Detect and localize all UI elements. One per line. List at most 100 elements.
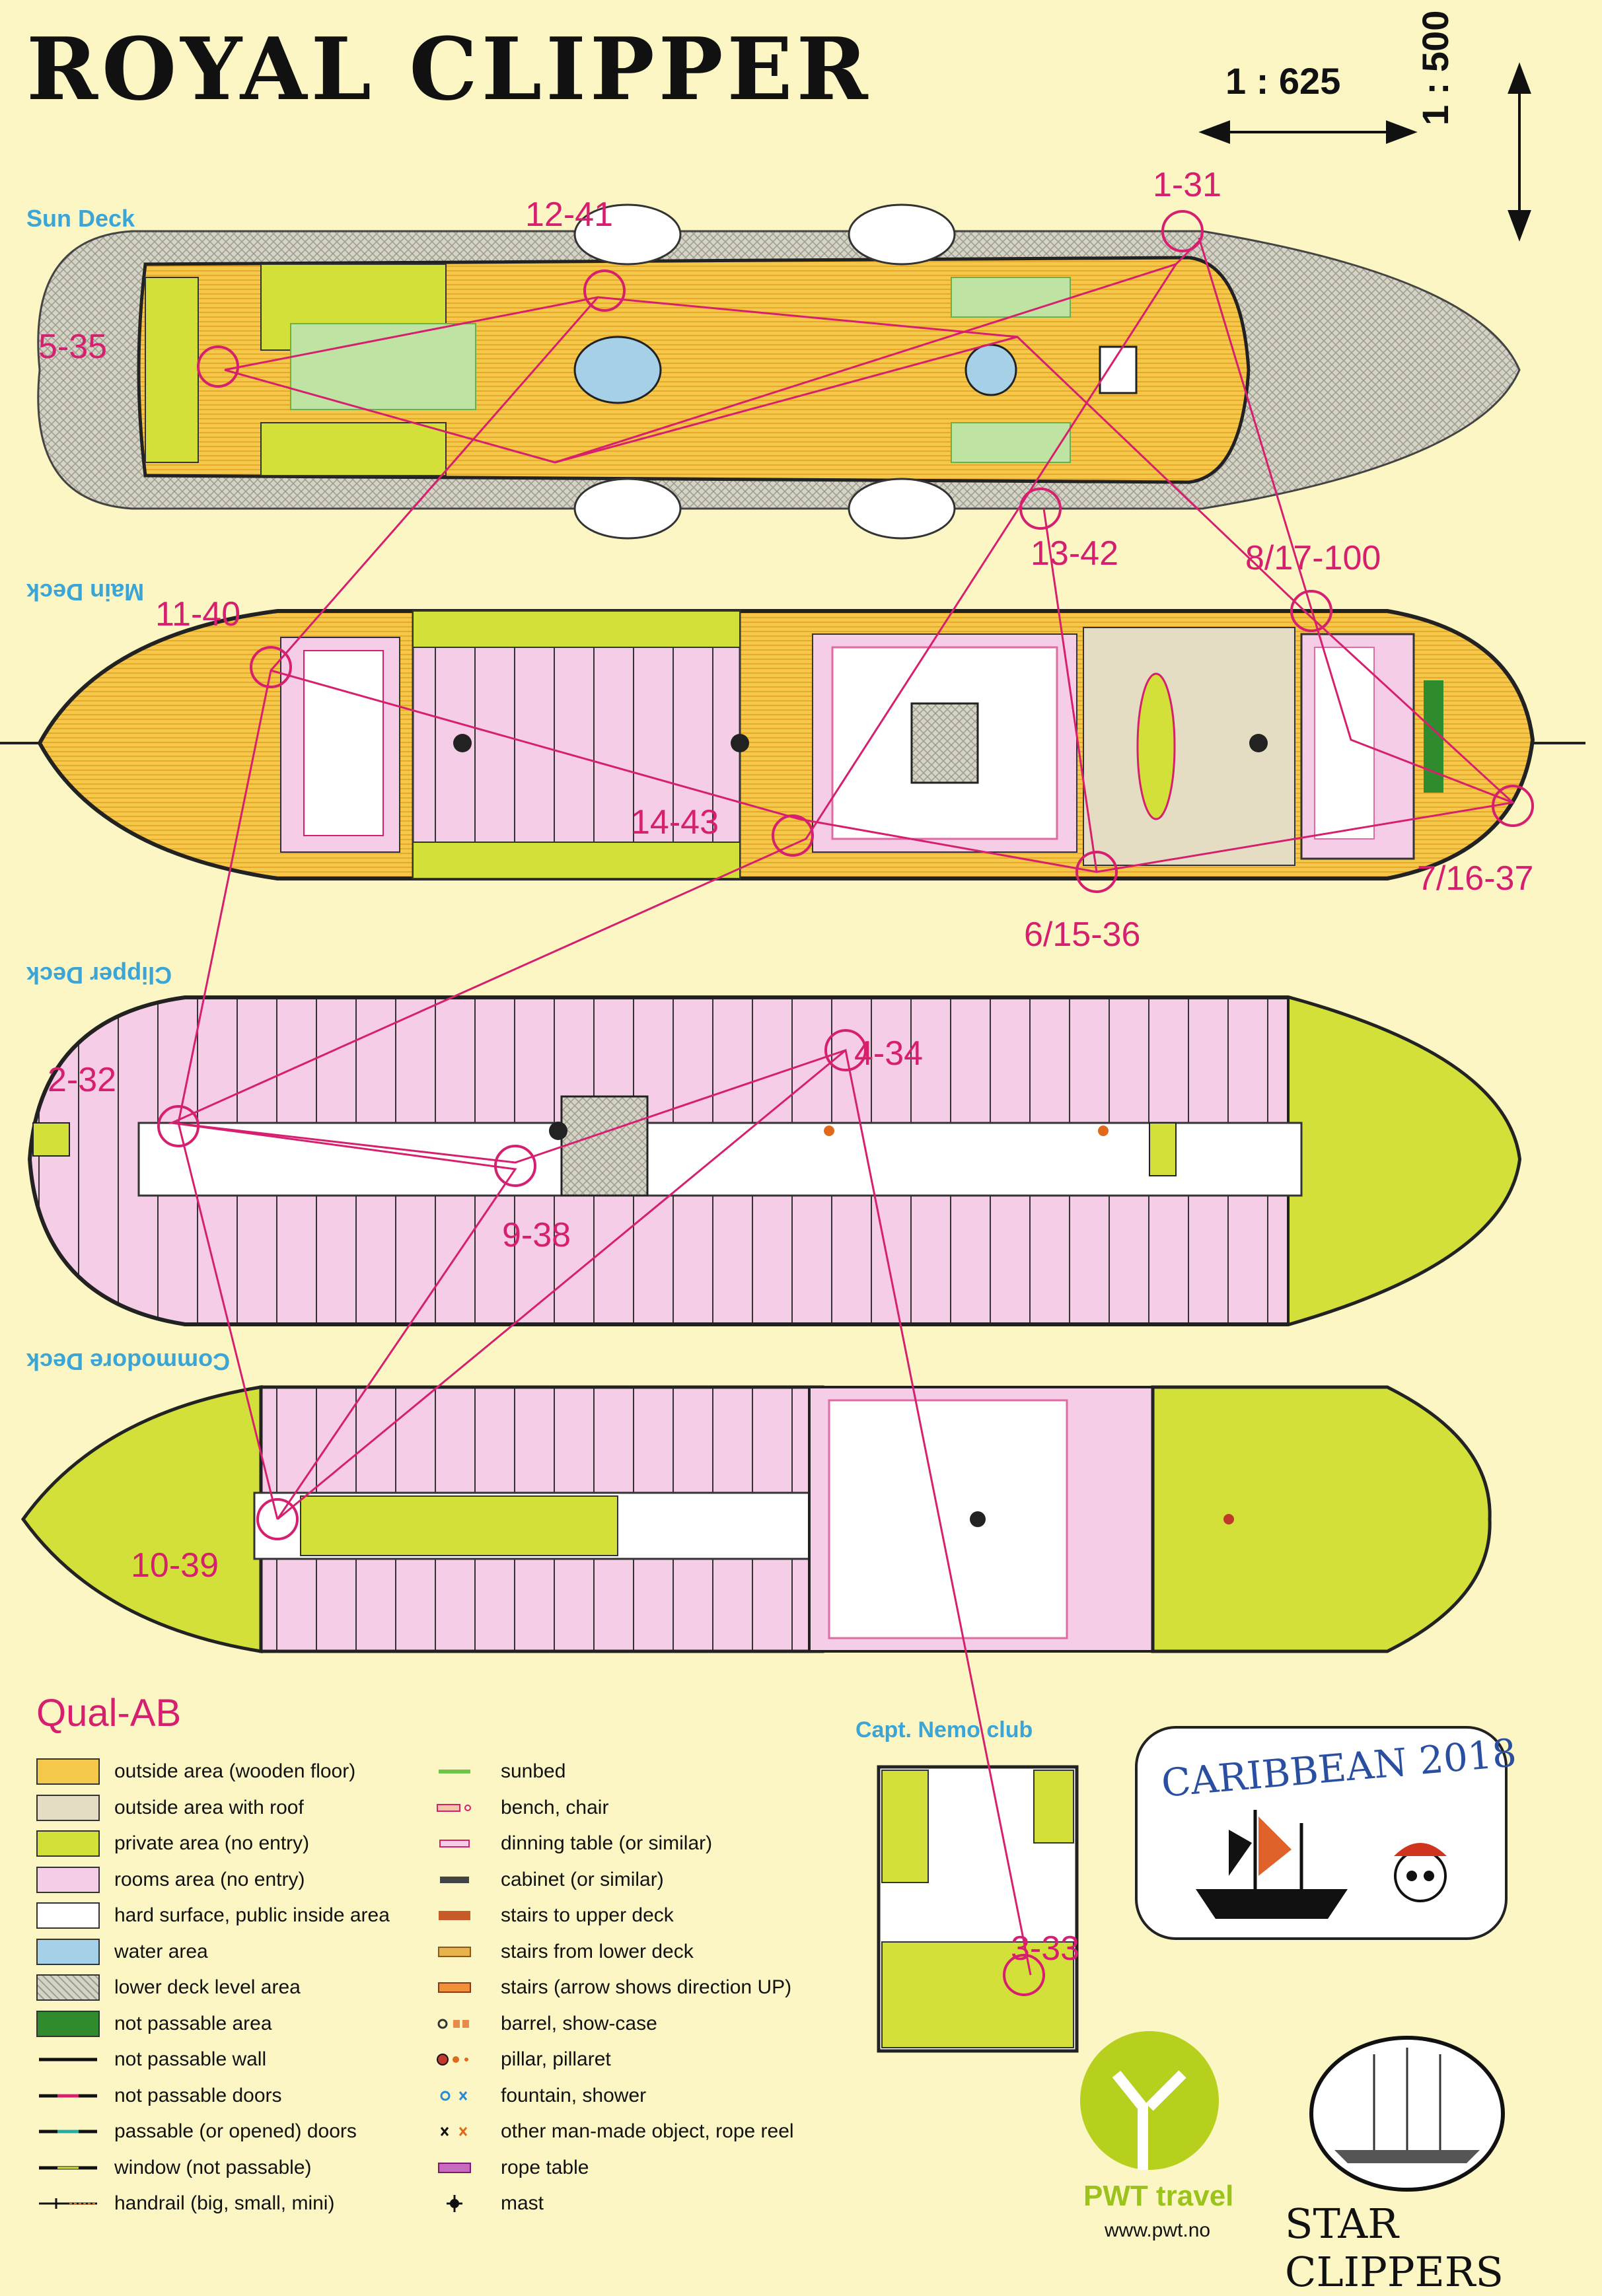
main-deck-mast-2 — [731, 734, 749, 752]
legend-item: window (not passable) — [36, 2150, 390, 2186]
sun-deck-cabinet — [1099, 345, 1138, 394]
sun-deck-pool-2 — [965, 343, 1017, 396]
lower-swatch — [36, 1974, 100, 2001]
route-code: 6/15-36 — [1024, 915, 1141, 954]
sun-deck — [37, 203, 1521, 540]
stairs-lower-icon — [423, 1939, 486, 1965]
star-clippers-logo-icon — [1309, 2036, 1505, 2192]
wall-swatch — [36, 2046, 100, 2073]
cabinet-icon — [423, 1867, 486, 1893]
legend-item: not passable doors — [36, 2078, 390, 2114]
nemo-club-label: Capt. Nemo club — [856, 1717, 1033, 1742]
private-swatch — [36, 1830, 100, 1857]
fountain-icon — [423, 2083, 486, 2109]
legend-item: bench, chair — [423, 1790, 794, 1826]
route-markers — [157, 210, 1534, 1996]
commodore-deck-label: Commodore Deck — [26, 1348, 231, 1375]
commodore-deck-private-stern — [20, 1385, 263, 1653]
route-code: 8/17-100 — [1245, 539, 1381, 577]
passable-doors-swatch — [36, 2118, 100, 2145]
legend-item: cabinet (or similar) — [423, 1862, 794, 1898]
main-deck-private-strip-bottom — [412, 842, 741, 879]
route-code: 3-33 — [1011, 1929, 1080, 1968]
main-deck-bar — [1136, 672, 1176, 820]
clipper-deck-atrium — [560, 1095, 649, 1197]
main-deck-atrium — [910, 702, 979, 784]
route-code: 14-43 — [631, 803, 719, 842]
barrel-icon — [423, 2011, 486, 2037]
nemo-club-private-2 — [881, 1941, 1074, 2048]
skull-icon — [1394, 1843, 1447, 1902]
other-object-icon — [423, 2118, 486, 2145]
nemo-club-private — [881, 1770, 929, 1883]
dining-table-icon — [423, 1830, 486, 1857]
legend-item: barrel, show-case — [423, 2006, 794, 2042]
legend-item: lower deck level area — [36, 1970, 390, 2006]
legend-item: pillar, pillaret — [423, 2042, 794, 2078]
legend-item: not passable area — [36, 2006, 390, 2042]
legend-item: stairs from lower deck — [423, 1934, 794, 1970]
legend-item: outside area with roof — [36, 1790, 390, 1826]
nemo-club-private-3 — [1033, 1770, 1074, 1844]
commodore-deck-dining-hard — [828, 1399, 1068, 1639]
pillar-icon — [423, 2046, 486, 2073]
clipper-deck-label: Clipper Deck — [26, 962, 172, 989]
route-code: 4-34 — [854, 1034, 924, 1073]
route-code: 10-39 — [131, 1546, 219, 1585]
legend-item: private area (no entry) — [36, 1826, 390, 1862]
scale-vertical: 1 : 500 — [1414, 10, 1456, 126]
clipper-deck-private-box — [1149, 1122, 1177, 1176]
not-passable-swatch — [36, 2010, 100, 2037]
marker-5-35 — [197, 345, 239, 388]
legend-item: water area — [36, 1934, 390, 1970]
bench-chair-icon — [423, 1795, 486, 1821]
marker-2-32 — [157, 1105, 200, 1147]
pwt-logo-icon — [1080, 2031, 1219, 2170]
pwt-travel-url[interactable]: www.pwt.no — [1105, 2219, 1211, 2241]
marker-1-31 — [1161, 210, 1204, 252]
rope-table-icon — [423, 2155, 486, 2181]
scale-arrow-vertical — [1508, 62, 1531, 242]
rooms-swatch — [36, 1866, 100, 1893]
route-code: 2-32 — [48, 1061, 117, 1099]
sun-deck-sunbeds-3 — [951, 277, 1071, 318]
clipper-deck-mast — [549, 1122, 567, 1140]
sun-deck-tender-boat — [848, 203, 956, 266]
clipper-deck — [27, 995, 1522, 1326]
page-title: ROYAL CLIPPER — [26, 18, 872, 120]
legend-left: outside area (wooden floor) outside area… — [36, 1754, 390, 2222]
sun-deck-pool — [573, 336, 662, 404]
marker-3-33 — [1003, 1954, 1045, 1996]
marker-8-17-100 — [1290, 590, 1332, 632]
legend-item: rope table — [423, 2150, 794, 2186]
stairs-up-icon — [423, 1902, 486, 1929]
sunbed-icon — [423, 1758, 486, 1785]
marker-14-43 — [772, 814, 814, 857]
route-code: 5-35 — [38, 328, 108, 366]
sun-deck-private-area-2 — [260, 422, 447, 476]
sun-deck-tender-boat-3 — [848, 478, 956, 540]
main-deck-lounge-hard — [303, 650, 384, 836]
nemo-club-plan — [877, 1765, 1079, 2053]
water-swatch — [36, 1938, 100, 1965]
doors-swatch — [36, 2083, 100, 2109]
wood-swatch — [36, 1758, 100, 1785]
legend-item: hard surface, public inside area — [36, 1898, 390, 1934]
sun-deck-tender-boat-4 — [573, 478, 682, 540]
legend-right: sunbed bench, chair dinning table (or si… — [423, 1754, 794, 2222]
commodore-deck-private-bow — [1151, 1385, 1492, 1653]
scale-arrow-horizontal — [1198, 120, 1418, 144]
route-code: 7/16-37 — [1417, 859, 1534, 898]
marker-13-42 — [1019, 487, 1062, 530]
sun-deck-sunbeds-2 — [951, 422, 1071, 463]
legend-item: outside area (wooden floor) — [36, 1754, 390, 1790]
marker-12-41 — [583, 269, 626, 312]
legend-item: mast — [423, 2186, 794, 2222]
scale-horizontal: 1 : 625 — [1225, 60, 1341, 102]
legend-item: sunbed — [423, 1754, 794, 1790]
commodore-deck — [20, 1385, 1492, 1653]
marker-11-40 — [250, 646, 292, 688]
main-deck-private-strip-top — [412, 610, 741, 648]
sun-deck-tender-boat-2 — [573, 203, 682, 266]
